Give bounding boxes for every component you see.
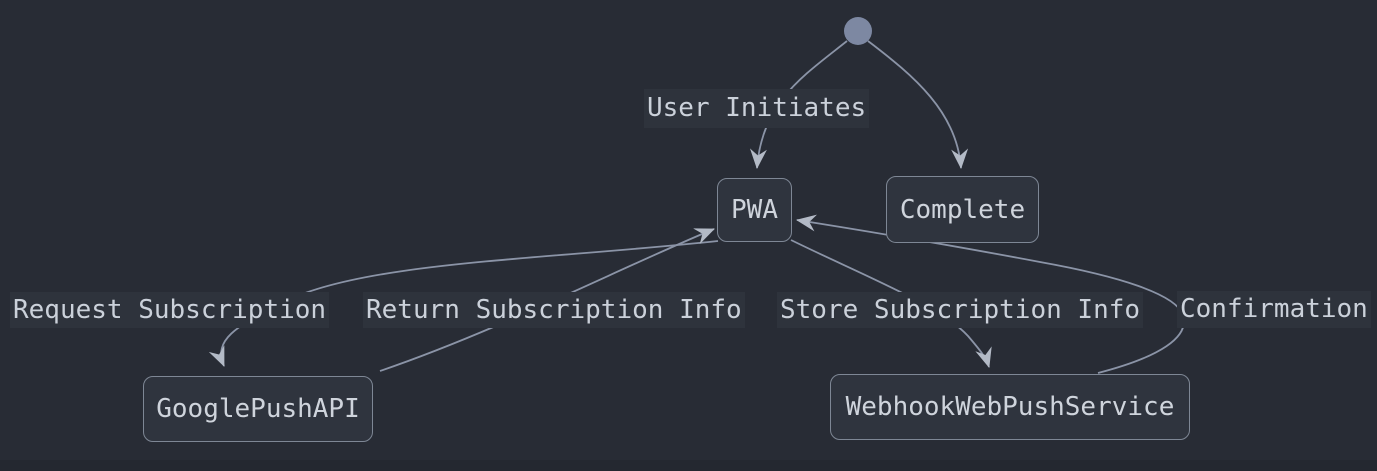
state-node-complete: Complete	[886, 176, 1039, 243]
edge-pwa-to-googlepushapi	[208, 240, 719, 367]
state-node-googlepushapi: GooglePushAPI	[143, 376, 373, 442]
edge-label-return-subscription-info: Return Subscription Info	[363, 292, 745, 328]
edge-label-confirmation: Confirmation	[1177, 291, 1371, 328]
state-diagram-canvas: PWA Complete GooglePushAPI WebhookWebPus…	[10, 17, 1371, 442]
edge-initial-to-complete	[867, 40, 969, 169]
state-node-webhookwebpushservice: WebhookWebPushService	[830, 374, 1190, 440]
initial-state-dot	[844, 17, 872, 45]
edge-label-request-subscription: Request Subscription	[10, 292, 330, 328]
state-node-pwa: PWA	[717, 178, 792, 242]
edge-label-user-initiates: User Initiates	[644, 89, 870, 128]
edge-label-store-subscription-info: Store Subscription Info	[777, 292, 1144, 328]
